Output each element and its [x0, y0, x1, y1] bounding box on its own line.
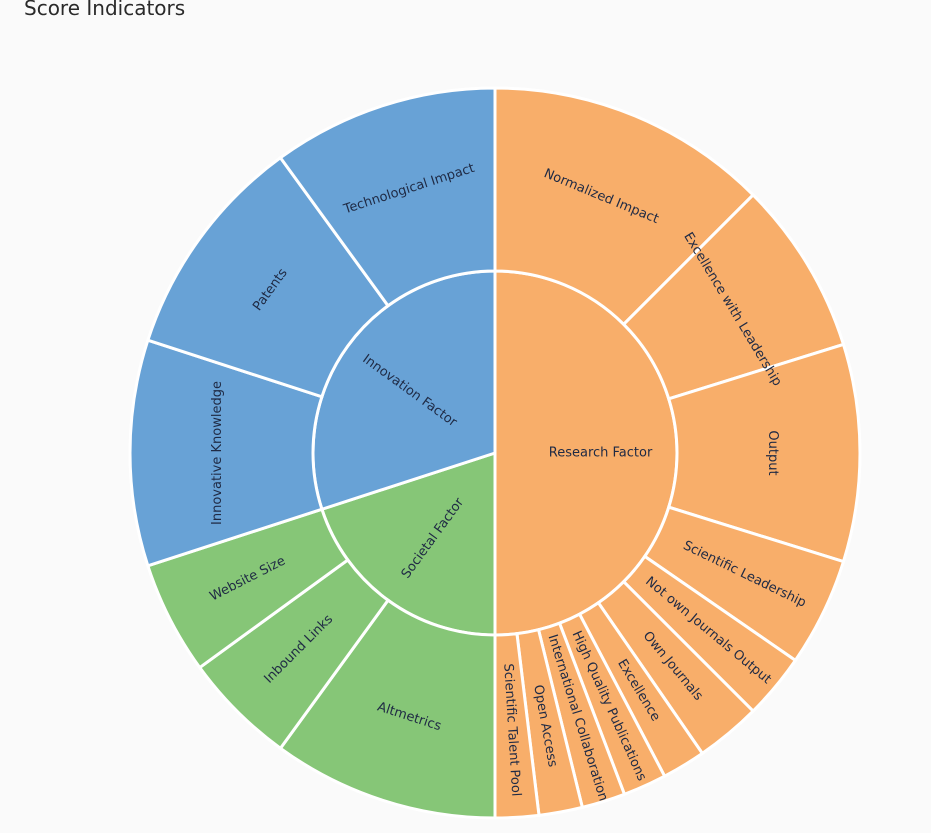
outer-segment-normalized-impact[interactable] [493, 86, 756, 327]
sunburst-segments [128, 86, 862, 820]
chart-title: Score Indicators [24, 0, 186, 20]
outer-segment-label-output: Output [765, 430, 780, 475]
outer-segment-technological-impact[interactable] [278, 86, 497, 308]
inner-segment-label-research-factor: Research Factor [549, 446, 653, 461]
outer-segment-label-innovative-knowledge: Innovative Knowledge [210, 381, 225, 525]
